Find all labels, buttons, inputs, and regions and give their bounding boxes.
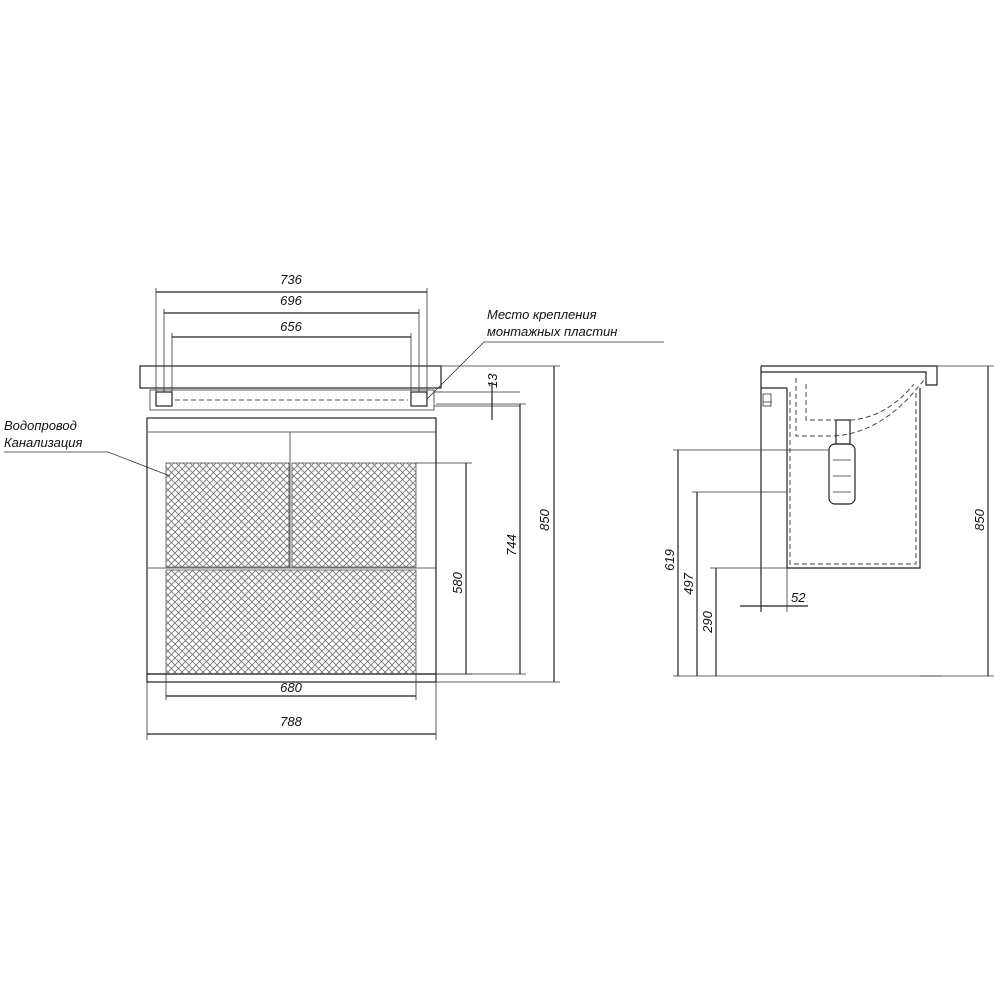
cabinet-base — [146, 673, 437, 683]
dim-744: 744 — [436, 403, 526, 675]
side-cabinet-inner — [789, 392, 917, 565]
side-countertop — [761, 365, 938, 386]
dim-619-label: 619 — [662, 549, 677, 571]
pipe-zone-lower — [165, 569, 417, 675]
dim-788-label: 788 — [280, 714, 302, 729]
dim-497: 497 — [681, 491, 787, 676]
mount-callout: Место крепления монтажных пластин — [426, 307, 664, 400]
front-view: 736 696 656 13 580 — [4, 272, 664, 740]
mounting-plate-right — [410, 391, 428, 407]
pipes-note-line1: Водопровод — [4, 418, 77, 433]
mount-note-line1: Место крепления — [487, 307, 597, 322]
dim-290: 290 — [700, 567, 787, 676]
side-view: 850 619 497 290 52 — [662, 365, 994, 677]
dim-497-label: 497 — [681, 572, 696, 594]
dim-680-label: 680 — [280, 680, 302, 695]
countertop — [139, 365, 442, 389]
dim-850-front-label: 850 — [537, 508, 552, 530]
dim-580: 580 — [416, 462, 472, 675]
basin-outline — [795, 378, 925, 437]
mount-bracket-box — [762, 393, 772, 407]
pipes-note-line2: Канализация — [4, 435, 82, 450]
pipe-zone-upper-right — [291, 462, 417, 568]
side-cabinet — [761, 387, 921, 569]
dim-580-label: 580 — [450, 571, 465, 593]
mounting-rail — [149, 389, 435, 411]
pipe-zone-upper-left — [165, 462, 290, 568]
dim-850-front: 850 — [436, 365, 560, 683]
dim-680: 680 — [165, 674, 417, 700]
dim-850-side: 850 — [920, 365, 994, 677]
pipes-callout: Водопровод Канализация — [4, 418, 171, 477]
dim-696: 696 — [163, 293, 420, 392]
dim-656: 656 — [171, 319, 412, 392]
siphon-body — [828, 443, 856, 505]
dim-744-label: 744 — [504, 534, 519, 556]
dim-850-side-label: 850 — [972, 508, 987, 530]
mount-note-line2: монтажных пластин — [487, 324, 617, 339]
mounting-plate-left — [155, 391, 173, 407]
dim-619: 619 — [662, 449, 829, 677]
dim-736-label: 736 — [280, 272, 302, 287]
dim-13: 13 — [434, 373, 520, 420]
basin-inner — [805, 383, 915, 421]
dim-52-label: 52 — [791, 590, 806, 605]
siphon-neck — [835, 419, 851, 445]
dim-696-label: 696 — [280, 293, 302, 308]
dim-52: 52 — [740, 568, 808, 612]
dim-290-label: 290 — [700, 610, 715, 633]
dim-736: 736 — [155, 272, 428, 392]
dim-788: 788 — [146, 682, 437, 740]
dim-13-label: 13 — [485, 373, 500, 388]
dim-656-label: 656 — [280, 319, 302, 334]
